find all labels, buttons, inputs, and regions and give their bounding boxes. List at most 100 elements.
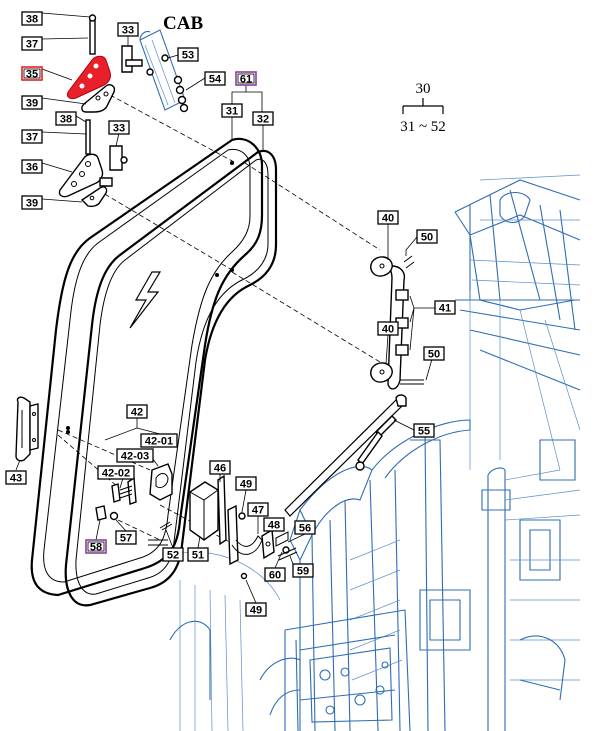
- callout-text: 49: [240, 479, 252, 491]
- callout-c55[interactable]: 55: [413, 423, 435, 438]
- diagram-title: CAB: [163, 13, 203, 34]
- callout-box: [126, 404, 148, 419]
- callout-box: [235, 476, 257, 491]
- callout-text: 38: [26, 14, 38, 26]
- callout-text: 31: [226, 106, 238, 118]
- callout-box: [115, 530, 137, 545]
- callout-c50a[interactable]: 50: [416, 229, 438, 244]
- callout-c41[interactable]: 41: [434, 300, 456, 315]
- callout-text: 50: [421, 232, 433, 244]
- callout-text: 35: [26, 69, 38, 81]
- callout-text: 42: [131, 407, 143, 419]
- callout-box: [97, 465, 135, 480]
- callout-c38b[interactable]: 38: [55, 111, 77, 126]
- callout-c53[interactable]: 53: [177, 47, 199, 62]
- callout-text: 57: [120, 533, 132, 545]
- callout-box: [221, 103, 243, 118]
- callout-text: 47: [252, 505, 264, 517]
- callout-c54[interactable]: 54: [204, 71, 226, 86]
- callout-text: 54: [209, 74, 222, 86]
- callout-c39a[interactable]: 39: [21, 95, 43, 110]
- callout-text: 48: [268, 520, 280, 532]
- upper-hinge-assembly: [67, 14, 189, 113]
- callout-box: [434, 300, 456, 315]
- callout-c43[interactable]: 43: [5, 470, 27, 485]
- latch-assembly: [95, 463, 298, 580]
- callout-text: 59: [297, 566, 309, 578]
- leader-lines: [15, 12, 435, 604]
- callout-c37b[interactable]: 37: [21, 129, 43, 144]
- callout-box: [140, 433, 178, 448]
- callout-c38a[interactable]: 38: [21, 11, 43, 26]
- callout-box: [245, 602, 267, 617]
- callout-c46[interactable]: 46: [209, 460, 231, 475]
- callout-box: [263, 517, 285, 532]
- callout-text: 39: [26, 98, 38, 110]
- callout-c40a[interactable]: 40: [377, 210, 399, 225]
- callout-text: 51: [192, 550, 204, 562]
- callout-c56[interactable]: 56: [294, 520, 316, 535]
- callout-text: 56: [299, 523, 311, 535]
- callout-c58[interactable]: 58: [85, 539, 107, 554]
- callout-labels: 38 37 35 39 38 37 33 33 36 39 53 54 61 31 32 40 50 41 40 50…: [5, 11, 456, 617]
- callout-c40b[interactable]: 40: [377, 321, 399, 336]
- callout-c36[interactable]: 36: [21, 159, 43, 174]
- callout-inner-box: [237, 73, 255, 84]
- callout-c33a[interactable]: 33: [117, 22, 139, 37]
- callout-c42[interactable]: 42: [126, 404, 148, 419]
- callout-c61[interactable]: 61: [235, 71, 257, 86]
- callout-c51[interactable]: 51: [187, 547, 209, 562]
- callout-text: 49: [250, 605, 262, 617]
- lower-hinge-assembly: [58, 119, 128, 208]
- callout-c60[interactable]: 60: [264, 567, 286, 582]
- callout-text: 58: [90, 542, 102, 554]
- callout-inner-box: [87, 541, 105, 552]
- group-bracket: 30 31 ~ 52: [400, 81, 446, 135]
- callout-text: 46: [214, 463, 226, 475]
- callout-text: 42-02: [102, 468, 130, 480]
- callout-box: [55, 111, 77, 126]
- callout-text: 42-03: [121, 451, 149, 463]
- callout-box: [21, 36, 43, 51]
- callout-c37a[interactable]: 37: [21, 36, 43, 51]
- latch-rod-assembly: [284, 255, 424, 517]
- callout-c57[interactable]: 57: [115, 530, 137, 545]
- callout-c48[interactable]: 48: [263, 517, 285, 532]
- callout-text: 50: [428, 349, 440, 361]
- callout-box: [377, 210, 399, 225]
- callout-box: [294, 520, 316, 535]
- callout-text: 55: [418, 426, 430, 438]
- callout-c49a[interactable]: 49: [235, 476, 257, 491]
- callout-c42-02[interactable]: 42-02: [97, 465, 135, 480]
- callout-c59[interactable]: 59: [292, 563, 314, 578]
- callout-box: [423, 346, 445, 361]
- callout-c33b[interactable]: 33: [108, 120, 130, 135]
- callout-text: 36: [26, 162, 38, 174]
- callout-c42-01[interactable]: 42-01: [140, 433, 178, 448]
- callout-text: 60: [269, 570, 281, 582]
- callout-c39b[interactable]: 39: [21, 195, 43, 210]
- callout-text: 32: [257, 114, 269, 126]
- callout-box: [21, 11, 43, 26]
- callout-c47[interactable]: 47: [247, 502, 269, 517]
- callout-c35[interactable]: 35: [21, 66, 43, 81]
- callout-box: [292, 563, 314, 578]
- callout-c31[interactable]: 31: [221, 103, 243, 118]
- callout-c49b[interactable]: 49: [245, 602, 267, 617]
- callout-text: 33: [122, 25, 134, 37]
- callout-text: 42-01: [145, 436, 173, 448]
- callout-text: 40: [382, 213, 394, 225]
- group-range: 31 ~ 52: [400, 119, 446, 135]
- callout-c52[interactable]: 52: [162, 547, 184, 562]
- callout-c42-03[interactable]: 42-03: [116, 448, 154, 463]
- callout-box: [21, 66, 43, 81]
- callout-c32[interactable]: 32: [252, 111, 274, 126]
- callout-c50b[interactable]: 50: [423, 346, 445, 361]
- callout-box: [247, 502, 269, 517]
- callout-box: [252, 111, 274, 126]
- callout-text: 43: [10, 473, 22, 485]
- callout-box: [413, 423, 435, 438]
- callout-box: [416, 229, 438, 244]
- group-number: 30: [416, 81, 431, 97]
